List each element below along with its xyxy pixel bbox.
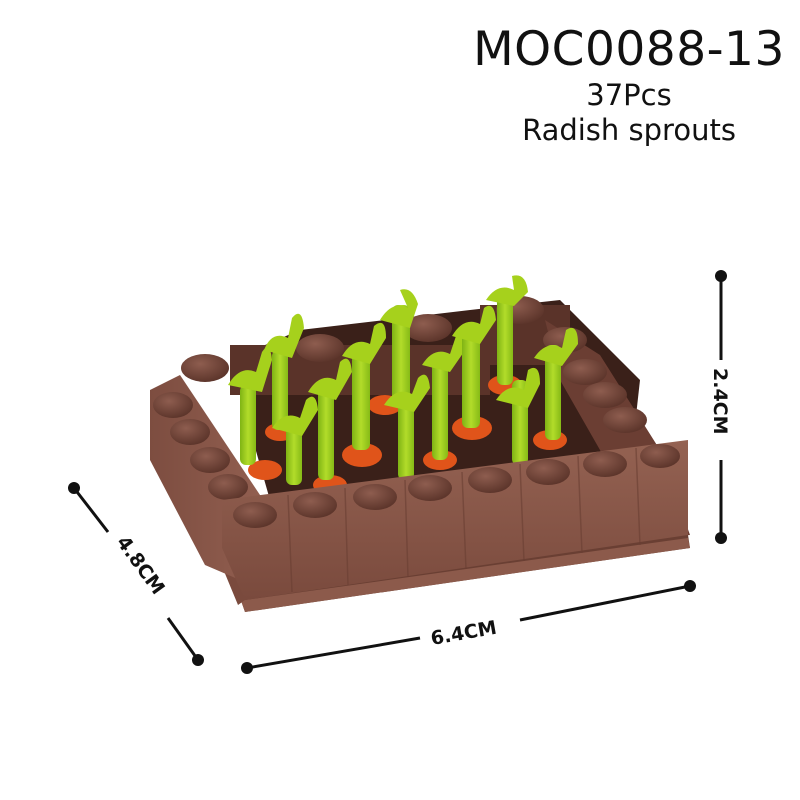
product-name: Radish sprouts xyxy=(522,113,736,147)
sprout xyxy=(342,322,386,450)
product-code: MOC0088-13 xyxy=(473,22,785,77)
sprout xyxy=(486,275,528,385)
height-label: 2.4CM xyxy=(709,368,731,435)
width-label: 6.4CM xyxy=(429,617,498,650)
sprout xyxy=(452,305,496,428)
sprout xyxy=(384,374,430,480)
sprouts xyxy=(228,275,578,485)
front-wall xyxy=(222,440,688,600)
sprout xyxy=(380,289,418,405)
piece-count: 37Pcs xyxy=(586,78,672,112)
sprout xyxy=(496,367,540,465)
sprout xyxy=(534,327,578,440)
sprout xyxy=(264,313,304,430)
sprout xyxy=(228,347,272,465)
sprout xyxy=(308,358,352,480)
product-title-block: MOC0088-13 37Pcs Radish sprouts xyxy=(470,24,788,148)
height-dimension: 2.4CM xyxy=(709,270,731,544)
sprout xyxy=(272,396,318,485)
sprout xyxy=(422,332,468,460)
depth-label: 4.8CM xyxy=(112,532,169,599)
